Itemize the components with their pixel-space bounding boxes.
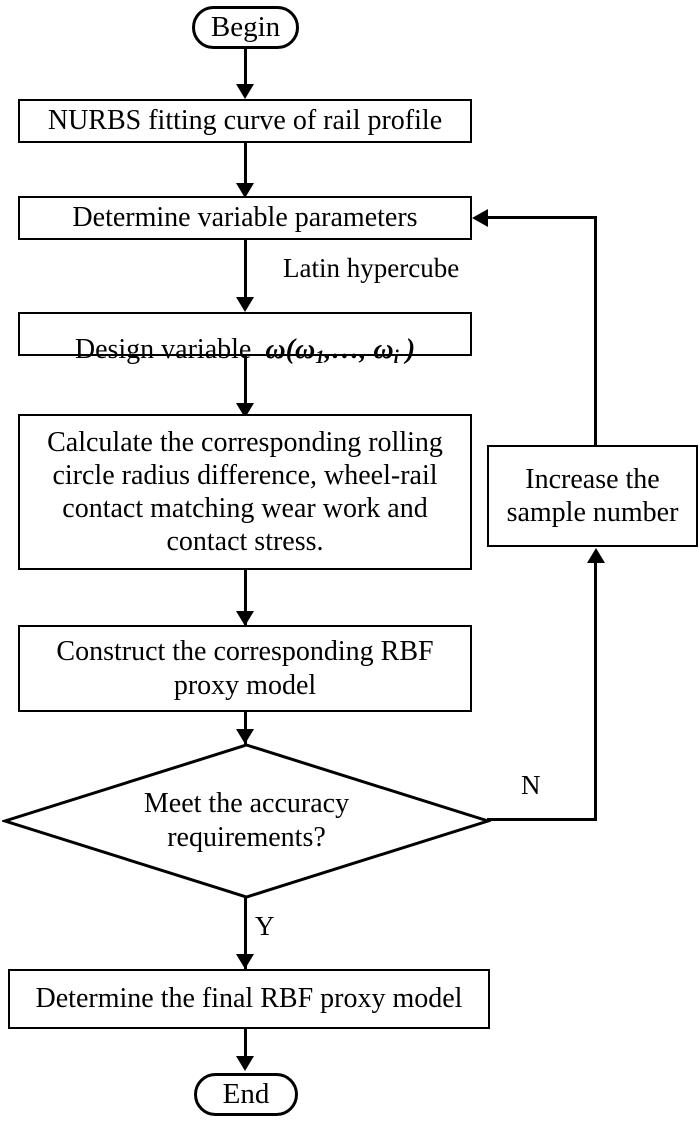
arrowhead-decision-yes <box>236 954 254 969</box>
node-calculate-objectives[interactable]: Calculate the corresponding rolling circ… <box>18 414 472 570</box>
connector-design-to-calculate <box>244 356 247 408</box>
node-decision-accuracy[interactable]: Meet the accuracy requirements? <box>2 742 491 900</box>
edge-label-no-branch: N <box>521 770 541 800</box>
node-construct-rbf-proxy-model-label: Construct the corresponding RBF proxy mo… <box>56 636 434 701</box>
connector-nurbs-to-determine <box>244 143 247 187</box>
connector-begin-to-nurbs <box>244 49 247 87</box>
node-determine-variable-parameters[interactable]: Determine variable parameters <box>18 196 472 240</box>
node-begin-label: Begin <box>210 11 281 44</box>
node-nurbs-fitting[interactable]: NURBS fitting curve of rail profile <box>18 99 472 143</box>
connector-calculate-to-construct <box>244 570 247 626</box>
node-end-label: End <box>222 1078 270 1111</box>
node-begin[interactable]: Begin <box>192 6 299 49</box>
arrowhead-nurbs-to-determine <box>236 183 254 198</box>
arrowhead-decision-no-into-increase <box>587 548 605 563</box>
connector-decision-yes <box>244 897 247 969</box>
arrowhead-increase-to-determine <box>472 209 488 227</box>
connector-increase-to-determine-vertical <box>594 216 597 446</box>
arrowhead-determine-to-design <box>236 297 254 312</box>
connector-final-to-end <box>244 1029 247 1067</box>
connector-decision-no-vertical <box>594 563 597 821</box>
connector-determine-to-design <box>244 240 247 302</box>
arrowhead-final-to-end <box>236 1056 254 1071</box>
node-calculate-objectives-label: Calculate the corresponding rolling circ… <box>47 426 443 558</box>
node-decision-accuracy-label: Meet the accuracy requirements? <box>143 788 350 853</box>
node-increase-sample-number-label: Increase the sample number <box>506 463 679 528</box>
node-design-variable-math: ω(ω1,…, ωi ) <box>265 333 416 367</box>
node-determine-variable-parameters-label: Determine variable parameters <box>72 202 418 234</box>
arrowhead-begin-to-nurbs <box>236 84 254 99</box>
connector-decision-no-horizontal <box>487 818 597 821</box>
edge-label-latin-hypercube: Latin hypercube <box>283 253 460 283</box>
node-increase-sample-number[interactable]: Increase the sample number <box>487 445 698 547</box>
node-end[interactable]: End <box>194 1073 298 1116</box>
connector-construct-to-decision <box>244 712 247 744</box>
connector-increase-to-determine-horizontal <box>488 216 596 219</box>
arrowhead-calculate-to-construct <box>236 611 254 626</box>
node-determine-final-rbf-proxy-model-label: Determine the final RBF proxy model <box>35 983 463 1015</box>
node-design-variable-label: Design variable <box>74 333 252 365</box>
node-construct-rbf-proxy-model[interactable]: Construct the corresponding RBF proxy mo… <box>18 625 472 712</box>
node-nurbs-fitting-label: NURBS fitting curve of rail profile <box>47 105 443 137</box>
edge-label-yes-branch: Y <box>255 911 275 941</box>
node-determine-final-rbf-proxy-model[interactable]: Determine the final RBF proxy model <box>8 969 490 1029</box>
node-design-variable[interactable]: Design variable ω(ω1,…, ωi ) <box>18 312 472 367</box>
arrowhead-construct-to-decision <box>236 729 254 744</box>
